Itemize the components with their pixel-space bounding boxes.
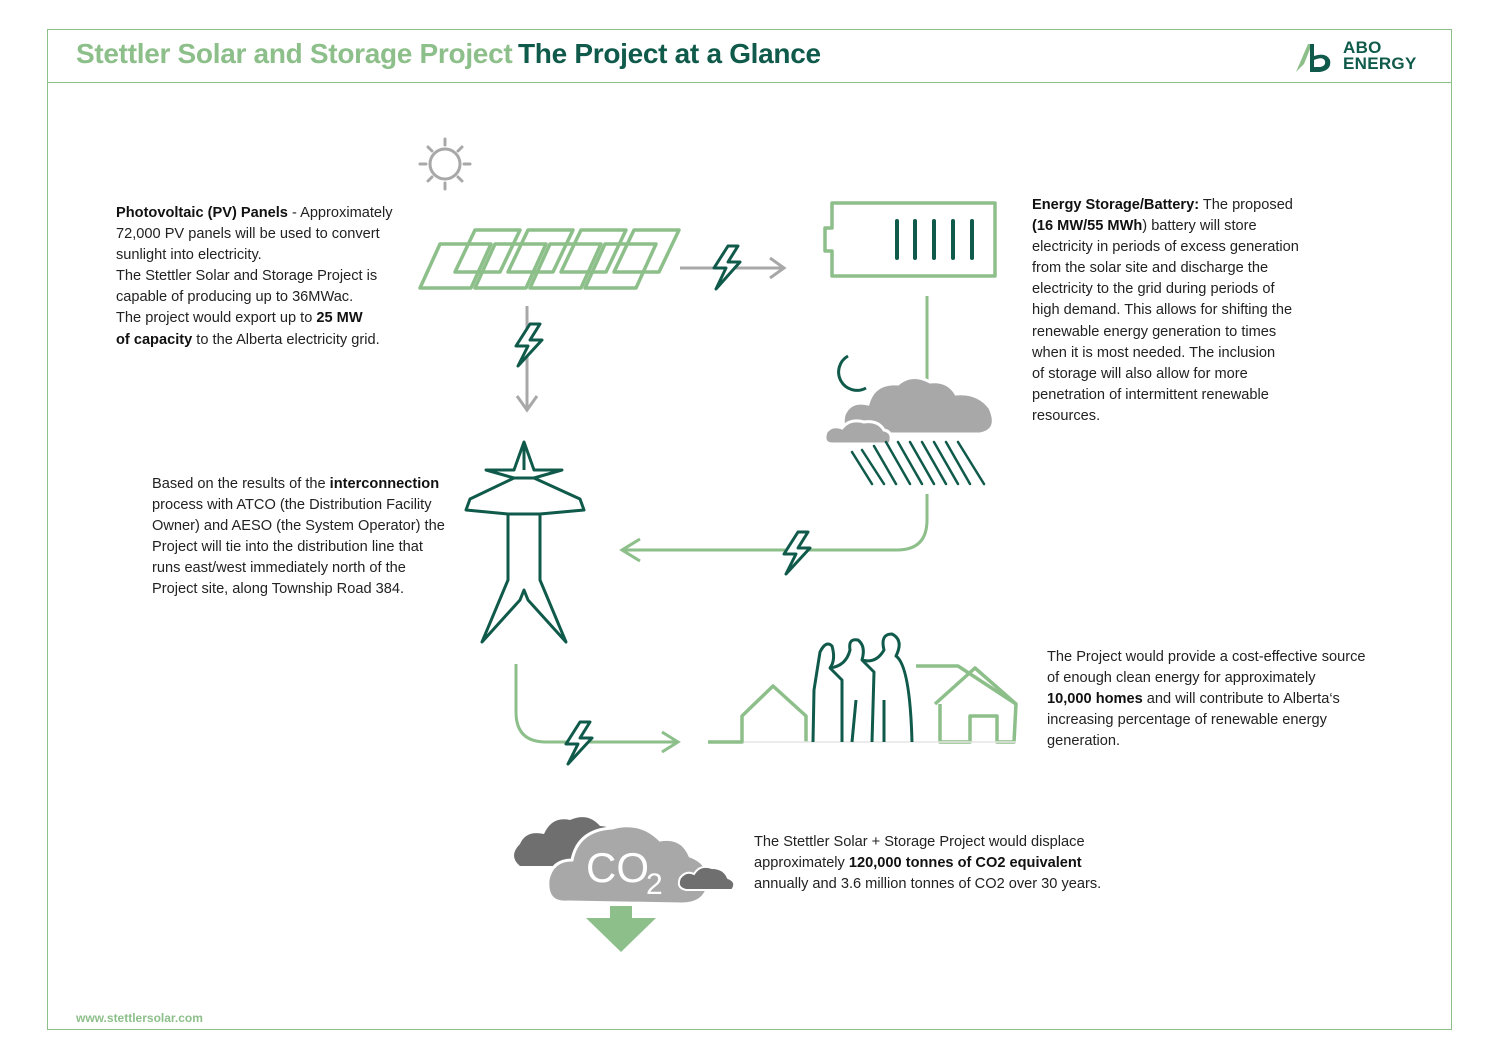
cloud-rain-icon (825, 377, 993, 484)
pv-line-7-bold: of capacity (116, 332, 192, 348)
solar-panels-icon (420, 230, 679, 288)
storage-line-3: electricity in periods of excess generat… (1032, 237, 1332, 258)
interconnection-line-6: Project site, along Township Road 384. (152, 579, 462, 600)
website-link[interactable]: www.stettlersolar.com (76, 1011, 203, 1025)
pv-line-3: sunlight into electricity. (116, 245, 416, 266)
pv-line-4: The Stettler Solar and Storage Project i… (116, 266, 416, 287)
storage-line-1-rest: The proposed (1199, 197, 1293, 213)
pv-line-2: 72,000 PV panels will be used to convert (116, 224, 416, 245)
pv-line-1: Photovoltaic (PV) Panels - Approximately (116, 203, 416, 224)
interconnection-line-1: Based on the results of the interconnect… (152, 474, 462, 495)
pv-panels-text: Photovoltaic (PV) Panels - Approximately… (116, 203, 416, 351)
storage-line-2: (16 MW/55 MWh) battery will store (1032, 216, 1332, 237)
pv-line-7-rest: to the Alberta electricity grid. (192, 332, 379, 348)
storage-line-5: electricity to the grid during periods o… (1032, 279, 1332, 300)
co2-subscript: 2 (646, 868, 663, 901)
interconnection-text: Based on the results of the interconnect… (152, 474, 462, 601)
co2-cloud-icon: CO 2 (514, 817, 734, 952)
sun-icon (420, 139, 470, 189)
homes-line-3: 10,000 homes and will contribute to Albe… (1047, 689, 1397, 710)
homes-line-4: increasing percentage of renewable energ… (1047, 710, 1397, 731)
co2-line-2-bold: 120,000 tonnes of CO2 equivalent (849, 855, 1082, 871)
interconnection-line-1-bold: interconnection (330, 476, 439, 492)
storage-line-9: of storage will also allow for more (1032, 364, 1332, 385)
interconnection-line-1-pre: Based on the results of the (152, 476, 330, 492)
storage-line-4: from the solar site and discharge the (1032, 258, 1332, 279)
co2-line-3: annually and 3.6 million tonnes of CO2 o… (754, 874, 1134, 895)
lightning-bolt-icon (566, 722, 592, 764)
co2-text: The Stettler Solar + Storage Project wou… (754, 832, 1134, 895)
storage-line-11: resources. (1032, 406, 1332, 427)
homes-line-1: The Project would provide a cost-effecti… (1047, 647, 1397, 668)
storage-line-2-rest: ) battery will store (1142, 218, 1256, 234)
homes-text: The Project would provide a cost-effecti… (1047, 647, 1397, 752)
storage-line-2-bold: 16 MW/55 MWh (1037, 218, 1142, 234)
lightning-bolt-icon (784, 532, 810, 574)
transmission-tower-icon (466, 442, 584, 642)
pv-line-5: capable of producing up to 36MWac. (116, 287, 416, 308)
lightning-bolt-icon (714, 246, 740, 289)
pv-title: Photovoltaic (PV) Panels (116, 205, 288, 221)
pv-line-7: of capacity to the Alberta electricity g… (116, 330, 416, 351)
homes-line-3-bold: 10,000 homes (1047, 691, 1143, 707)
pv-line-1-rest: - Approximately (288, 205, 393, 221)
pv-line-6-bold: 25 MW (316, 310, 362, 326)
storage-title: Energy Storage/Battery: (1032, 197, 1199, 213)
houses-people-icon (708, 634, 1016, 742)
storage-line-8: when it is most needed. The inclusion (1032, 343, 1332, 364)
homes-line-5: generation. (1047, 731, 1397, 752)
interconnection-line-4: Project will tie into the distribution l… (152, 537, 462, 558)
interconnection-line-5: runs east/west immediately north of the (152, 558, 462, 579)
storage-line-6: high demand. This allows for shifting th… (1032, 300, 1332, 321)
homes-line-3-rest: and will contribute to Alberta‘s (1143, 691, 1340, 707)
pv-line-6: The project would export up to 25 MW (116, 308, 416, 329)
storage-line-7: renewable energy generation to times (1032, 322, 1332, 343)
storage-line-1: Energy Storage/Battery: The proposed (1032, 195, 1332, 216)
interconnection-line-2: process with ATCO (the Distribution Faci… (152, 495, 462, 516)
co2-line-2: approximately 120,000 tonnes of CO2 equi… (754, 853, 1134, 874)
battery-icon (825, 203, 995, 276)
moon-icon (839, 356, 866, 390)
lightning-bolt-icon (516, 324, 542, 366)
co2-line-1: The Stettler Solar + Storage Project wou… (754, 832, 1134, 853)
grid-to-homes-line (516, 664, 678, 752)
energy-storage-text: Energy Storage/Battery: The proposed (16… (1032, 195, 1332, 427)
co2-line-2-pre: approximately (754, 855, 849, 871)
pv-line-6-pre: The project would export up to (116, 310, 316, 326)
homes-line-2: of enough clean energy for approximately (1047, 668, 1397, 689)
interconnection-line-3: Owner) and AESO (the System Operator) th… (152, 516, 462, 537)
storage-line-10: penetration of intermittent renewable (1032, 385, 1332, 406)
co2-label: CO (586, 844, 649, 891)
